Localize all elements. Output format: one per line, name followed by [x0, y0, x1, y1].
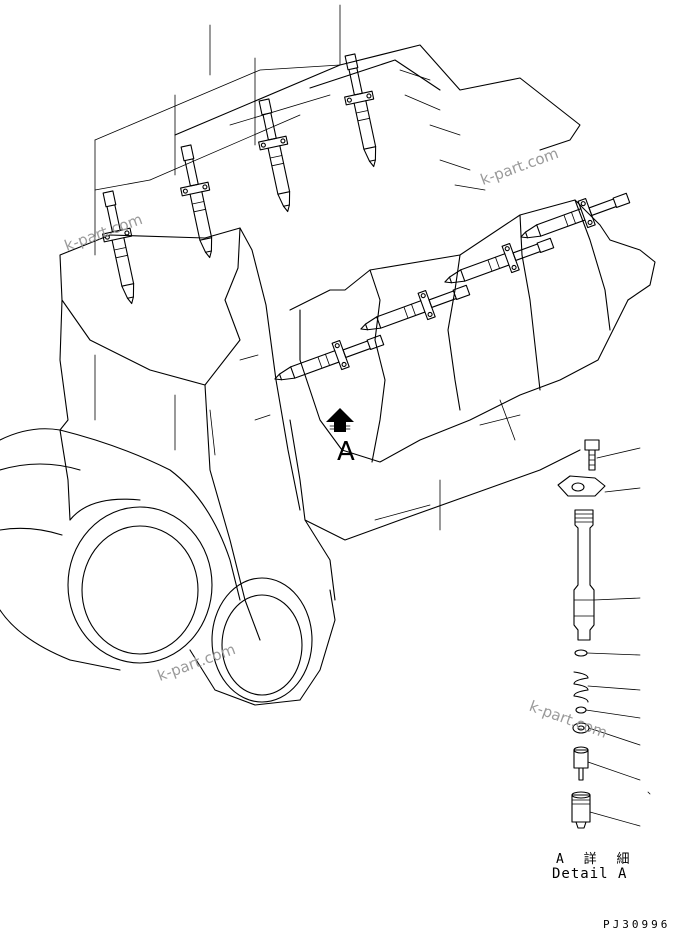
washer-part — [574, 649, 588, 657]
detail-label-jp: A 詳 細 — [556, 852, 636, 867]
injector-3 — [249, 96, 302, 215]
injector-8 — [515, 184, 634, 251]
injector-5 — [269, 326, 388, 393]
injector-2 — [171, 142, 224, 261]
nozzle-part — [573, 746, 589, 781]
engine-block-left — [59, 227, 301, 641]
part-code: PJ30996 — [603, 918, 671, 931]
bolt-part — [584, 439, 600, 471]
crankcase-housing — [0, 428, 336, 706]
callout-label-a: A — [337, 437, 355, 467]
leader-lines — [585, 447, 651, 827]
cylinder-head-rear — [174, 44, 581, 191]
ring-part — [575, 706, 587, 714]
clamp-plate-part — [557, 475, 606, 497]
spring-part — [573, 671, 589, 703]
injector-1 — [93, 188, 146, 307]
retaining-nut-part — [571, 791, 591, 829]
injector-body-part — [573, 509, 595, 641]
injector-7 — [439, 229, 558, 296]
reference-lines — [94, 4, 341, 256]
arrow-up-icon — [326, 408, 354, 432]
injector-4 — [335, 51, 388, 170]
cylinder-head-right — [289, 199, 656, 601]
detail-a-exploded-view — [557, 439, 651, 829]
detail-label-en: Detail A — [552, 866, 628, 882]
